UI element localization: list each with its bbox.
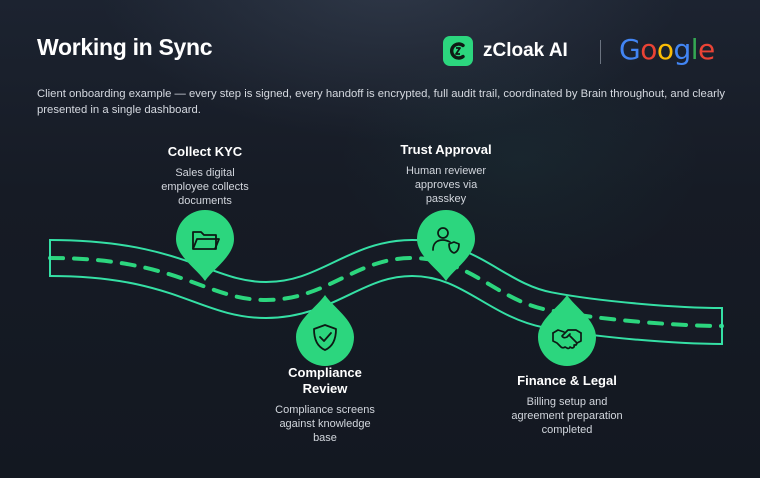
step-trust-approval: Trust Approval Human reviewer approves v…: [371, 142, 521, 206]
step-description: Human reviewer approves via passkey: [405, 165, 487, 205]
step-title: Finance & Legal: [517, 373, 617, 388]
pin-finance-legal: [538, 295, 596, 366]
step-finance-legal: Finance & Legal Billing setup and agreem…: [502, 373, 632, 437]
road: [48, 238, 724, 345]
folder-icon: [192, 231, 220, 250]
step-description: Compliance screens against knowledge bas…: [275, 404, 375, 444]
page-title: Working in Sync: [37, 34, 213, 60]
road-center-dashes: [48, 255, 724, 328]
step-description: Billing setup and agreement preparation …: [511, 396, 623, 436]
step-compliance-review: Compliance Review Compliance screens aga…: [270, 365, 380, 445]
page-description: Client onboarding example — every step i…: [37, 88, 726, 116]
pin-compliance-review: [296, 295, 354, 366]
zcloak-brand-name: zCloak AI: [483, 40, 568, 61]
handshake-icon: [552, 329, 582, 350]
zcloak-logo-icon: [443, 36, 473, 66]
zcloak-brand: zCloak AI: [443, 36, 568, 66]
shield-check-icon: [313, 324, 337, 351]
step-description: Sales digital employee collects document…: [161, 167, 249, 207]
brand-divider: [600, 40, 601, 64]
step-title: Collect KYC: [167, 144, 243, 159]
pin-trust-approval: [417, 210, 475, 281]
google-logo: Google: [619, 33, 715, 66]
step-title: Compliance Review: [288, 365, 362, 396]
pin-collect-kyc: [176, 210, 234, 281]
step-collect-kyc: Collect KYC Sales digital employee colle…: [130, 144, 280, 208]
user-shield-icon: [432, 227, 460, 254]
step-title: Trust Approval: [400, 142, 492, 157]
